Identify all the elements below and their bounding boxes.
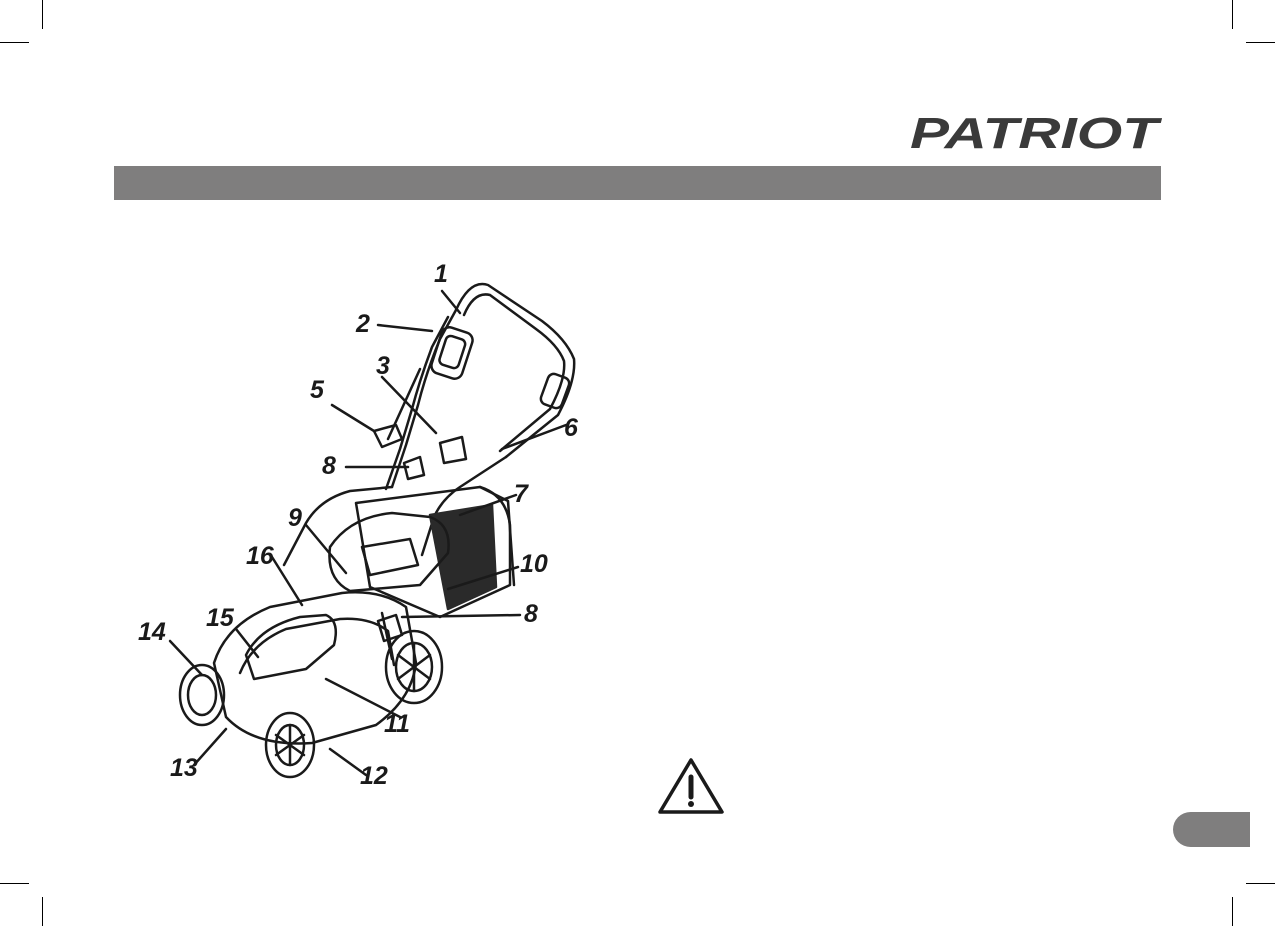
callout-label: 6 xyxy=(564,416,578,441)
callout-label: 2 xyxy=(356,312,370,337)
crop-mark xyxy=(42,897,43,926)
warning-triangle-icon xyxy=(657,757,725,815)
crop-mark xyxy=(1232,897,1233,926)
callout-label: 16 xyxy=(246,544,274,569)
crop-mark xyxy=(0,883,29,884)
callout-label: 13 xyxy=(170,756,198,781)
patriot-logo: PATRIOT xyxy=(906,110,1162,154)
section-header-bar xyxy=(114,166,1161,200)
callout-label: 7 xyxy=(514,482,528,507)
callout-label: 8 xyxy=(322,454,336,479)
crop-mark xyxy=(1246,883,1275,884)
callout-label: 9 xyxy=(288,506,302,531)
callout-label: 11 xyxy=(384,712,410,737)
callout-label: 1 xyxy=(434,262,448,287)
callout-label: 15 xyxy=(206,606,234,631)
crop-mark xyxy=(42,0,43,29)
svg-text:PATRIOT: PATRIOT xyxy=(910,110,1162,154)
callout-label: 10 xyxy=(520,552,548,577)
callout-label: 14 xyxy=(138,620,166,645)
callout-label: 3 xyxy=(376,354,390,379)
crop-mark xyxy=(1246,42,1275,43)
crop-mark xyxy=(0,42,29,43)
callout-label: 8 xyxy=(524,602,538,627)
crop-mark xyxy=(1232,0,1233,29)
callout-label: 5 xyxy=(310,378,324,403)
callout-label: 12 xyxy=(360,764,388,789)
page-number-tab xyxy=(1173,812,1250,847)
